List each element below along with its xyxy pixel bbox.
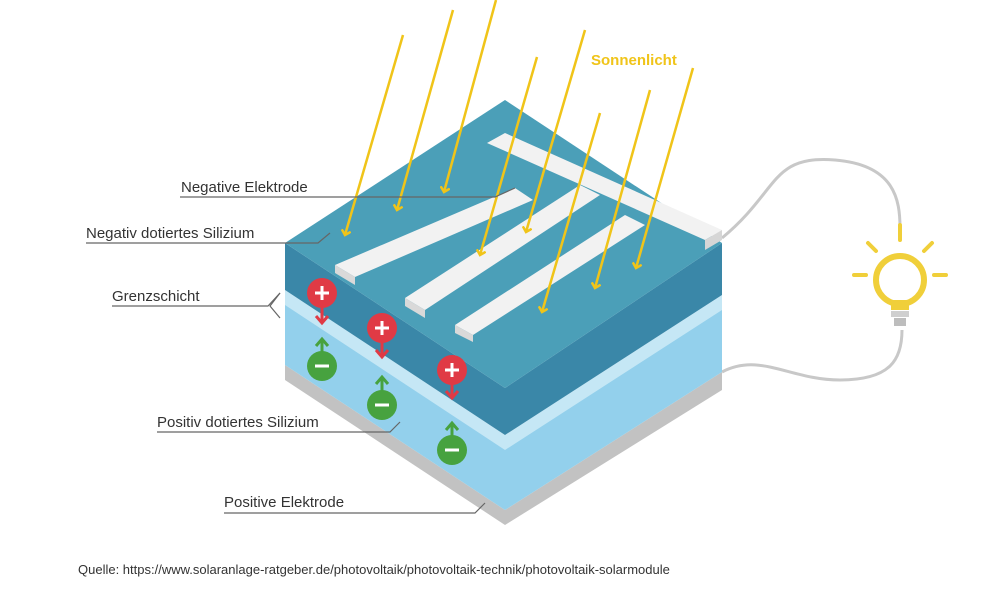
bulb-neck <box>891 300 909 310</box>
positive-charge-3 <box>437 355 467 401</box>
negative-charge-2 <box>367 374 397 420</box>
arrow-icon <box>444 420 460 431</box>
label-boundary: Grenzschicht <box>112 288 200 305</box>
sun-ray-1 <box>345 34 405 235</box>
leader-negative-electrode <box>180 187 516 198</box>
electrode-finger-1-edge <box>335 265 355 285</box>
arrow-icon <box>374 349 390 360</box>
sun-ray-6 <box>542 112 602 312</box>
plus-icon <box>315 286 329 300</box>
sun-ray-7 <box>595 89 652 288</box>
electrode-finger-2 <box>405 185 600 310</box>
plus-icon <box>445 363 459 377</box>
plus-icon <box>375 321 389 335</box>
sun-ray-2 <box>397 9 455 210</box>
label-negative-electrode: Negative Elektrode <box>181 179 308 196</box>
charges <box>307 278 467 465</box>
sun-ray-5 <box>526 29 587 232</box>
positive-charge-1 <box>307 278 337 326</box>
negative-charge-3 <box>437 420 467 465</box>
sunlight-rays <box>345 0 695 312</box>
label-positive-electrode: Positive Elektrode <box>224 494 345 511</box>
sun-ray-3 <box>444 0 498 192</box>
leader-negative-silicon <box>86 232 331 244</box>
bulb-glass <box>873 253 927 307</box>
leader-positive-electrode <box>224 502 486 514</box>
electrode-back-bar-edge <box>705 230 722 250</box>
arrow-icon <box>314 336 330 347</box>
bulb-socket <box>891 311 909 317</box>
light-bulb-icon <box>852 223 948 326</box>
electrode-finger-3-edge <box>455 325 473 342</box>
electrode-finger-2-edge <box>405 298 425 318</box>
leader-lines <box>86 187 516 514</box>
electrode-finger-1 <box>335 188 533 277</box>
label-positive-silicon: Positiv dotiertes Silizium <box>157 414 319 431</box>
positive-charge-2 <box>367 313 397 360</box>
source-citation: Quelle: https://www.solaranlage-ratgeber… <box>78 562 670 577</box>
sunlight-label: Sonnenlicht <box>591 52 677 69</box>
wire-bottom <box>721 329 904 382</box>
bulb-socket-tip <box>894 318 906 326</box>
negative-charge-1 <box>307 336 337 381</box>
leader-boundary-bracket <box>269 292 281 319</box>
arrow-icon <box>374 374 390 385</box>
sun-ray-8 <box>636 67 695 268</box>
label-negative-silicon: Negativ dotiertes Silizium <box>86 225 255 242</box>
wire-top <box>721 158 902 240</box>
leader-positive-silicon <box>157 421 401 433</box>
electrode-back-bar <box>487 133 722 240</box>
sun-ray-4 <box>480 56 539 255</box>
bulb-rays <box>852 223 948 277</box>
arrow-icon <box>314 315 330 326</box>
arrow-icon <box>444 390 460 401</box>
electrode-finger-3 <box>455 215 645 335</box>
